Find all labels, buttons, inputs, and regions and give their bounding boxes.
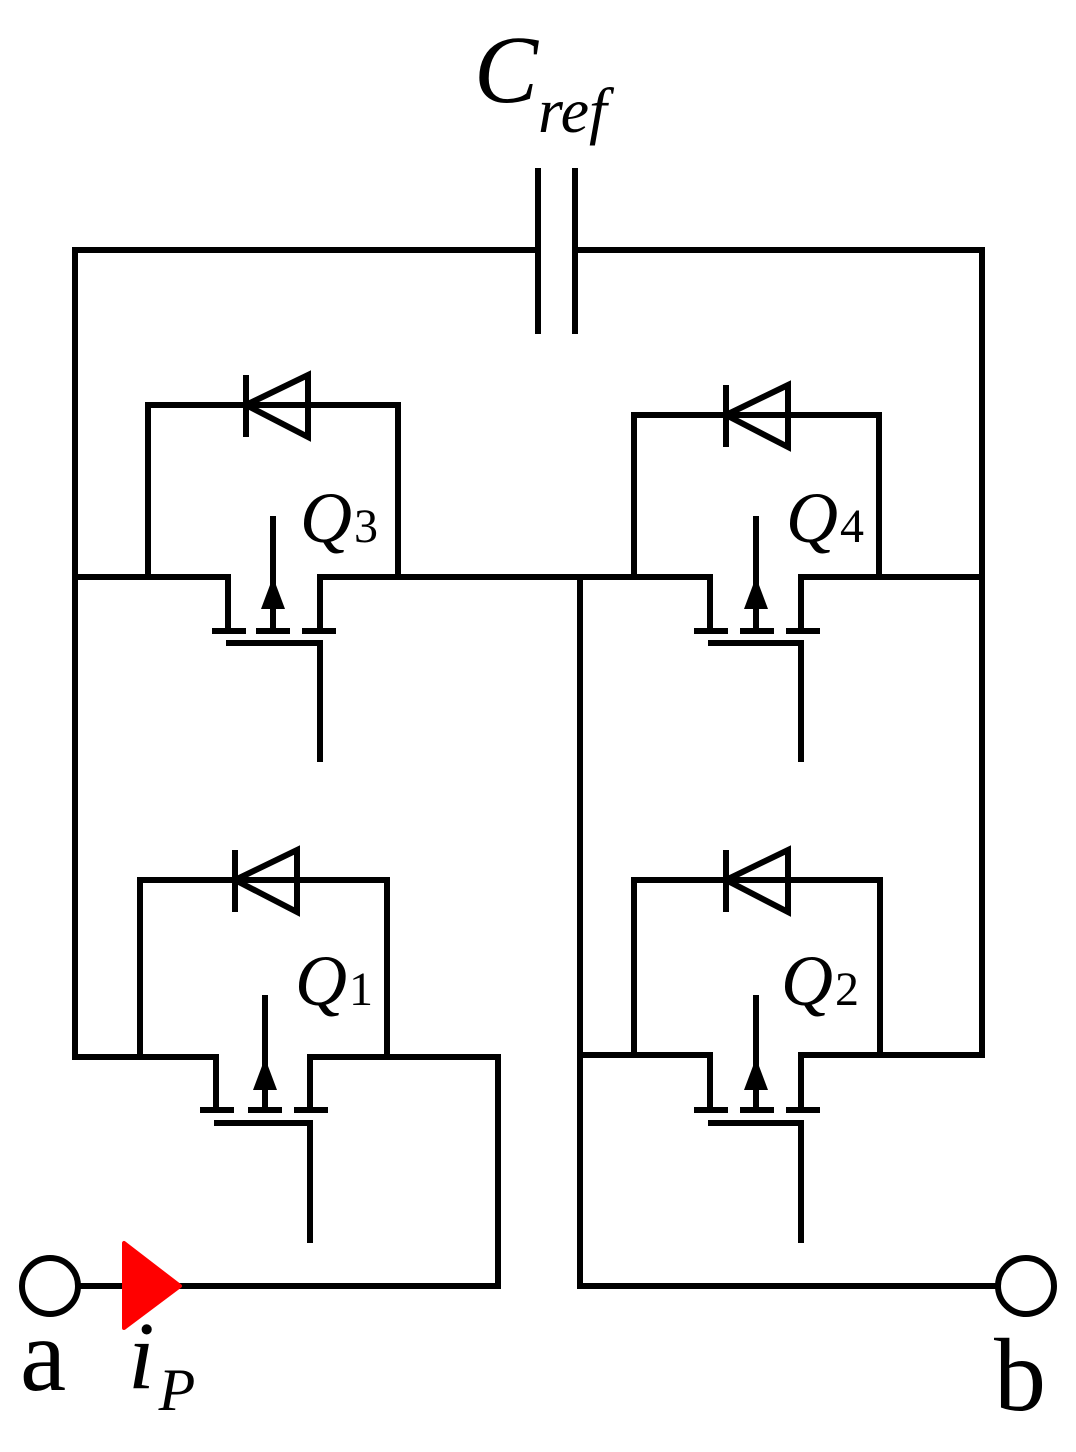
switch-q2 — [631, 845, 883, 1243]
switch-q3-label: Q3 — [300, 478, 378, 558]
diode-q2 — [631, 845, 883, 1055]
mosfet-q3 — [148, 516, 398, 762]
switch-q1-subscript: 1 — [349, 963, 373, 1016]
current-label: iP — [128, 1302, 195, 1423]
terminal-a-node — [19, 1255, 81, 1317]
mosfet-q4 — [634, 516, 879, 762]
lower-rail-wiring — [80, 1052, 996, 1289]
switch-q2-symbol: Q — [781, 941, 833, 1021]
switch-q4 — [631, 380, 882, 762]
terminal-a-label: a — [20, 1298, 66, 1413]
terminal-b-label: b — [994, 1318, 1046, 1433]
diode-q3 — [145, 370, 401, 577]
outer-wiring — [72, 247, 985, 1060]
switch-q4-subscript: 4 — [840, 500, 864, 553]
capacitor-cref — [535, 168, 578, 334]
switch-q1-symbol: Q — [295, 941, 347, 1021]
current-subscript: P — [158, 1357, 196, 1423]
diode-q4 — [631, 380, 882, 577]
switch-q3-symbol: Q — [300, 478, 352, 558]
switch-q3-subscript: 3 — [354, 500, 378, 553]
diode-q1 — [137, 845, 390, 1057]
terminal-b-node — [995, 1255, 1057, 1317]
switch-q3 — [145, 370, 401, 762]
current-arrow-icon — [122, 1241, 182, 1330]
switch-q1-label: Q1 — [295, 941, 373, 1021]
switch-q2-subscript: 2 — [835, 963, 859, 1016]
capacitor-subscript: ref — [538, 75, 615, 146]
mosfet-q2 — [634, 995, 880, 1243]
switch-q4-symbol: Q — [786, 478, 838, 558]
mosfet-q1 — [140, 995, 387, 1243]
switch-q4-label: Q4 — [786, 478, 864, 558]
switch-q1 — [137, 845, 390, 1243]
capacitor-symbol: C — [474, 16, 539, 123]
upper-rail-wiring — [78, 574, 979, 1055]
current-symbol: i — [128, 1302, 155, 1409]
switch-q2-label: Q2 — [781, 941, 859, 1021]
capacitor-label: Cref — [474, 16, 615, 146]
